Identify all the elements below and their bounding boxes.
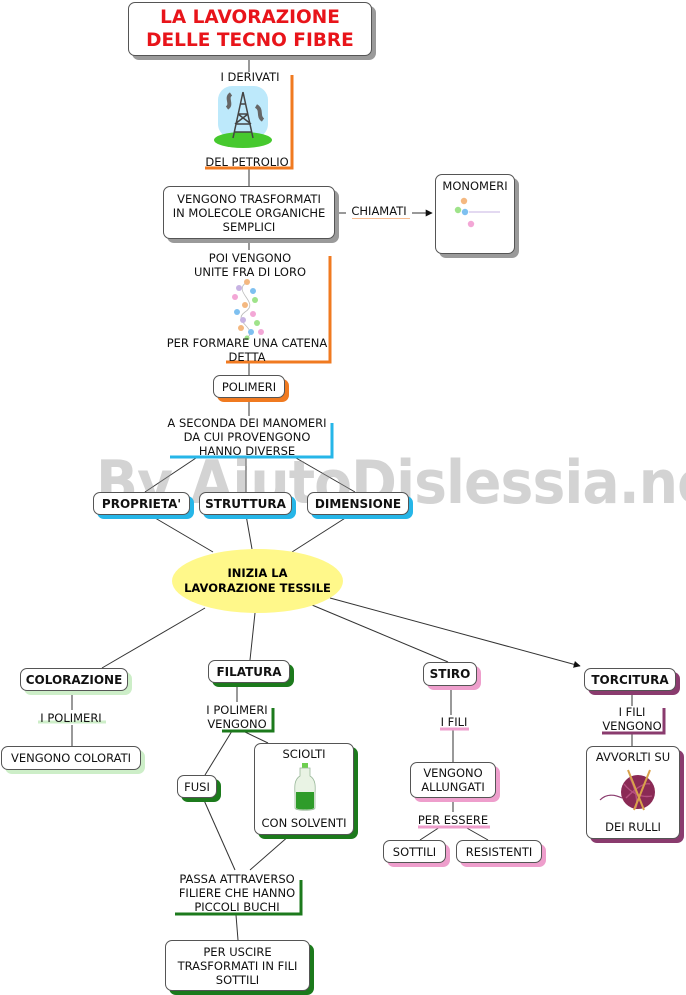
node-resistenti: RESISTENTI [456, 840, 542, 863]
node-trasformati: VENGONO TRASFORMATI IN MOLECOLE ORGANICH… [163, 186, 335, 239]
node-colorazione: COLORAZIONE [20, 668, 128, 691]
node-proprieta: PROPRIETA' [93, 492, 190, 515]
node-avvolti: AVVORLTI SU DEI RULLI [586, 746, 680, 839]
node-monomeri: MONOMERI [435, 174, 515, 254]
node-filatura: FILATURA [208, 660, 290, 683]
node-struttura: STRUTTURA [199, 492, 292, 515]
node-polimeri: POLIMERI [213, 375, 285, 398]
node-stiro: STIRO [423, 662, 477, 686]
node-chiamati: CHIAMATI [346, 204, 412, 218]
node-i-polimeri-colorazione: I POLIMERI [40, 710, 102, 725]
node-vengono-allungati: VENGONO ALLUNGATI [410, 762, 496, 798]
node-passa-attraverso: PASSA ATTRAVERSO FILIERE CHE HANNO PICCO… [178, 871, 296, 914]
oil-rig-icon [214, 86, 272, 148]
node-i-fili: I FILI [440, 715, 468, 729]
node-a-seconda: A SECONDA DEI MANOMERI DA CUI PROVENGONO… [167, 416, 327, 458]
node-per-uscire: PER USCIRE TRASFORMATI IN FILI SOTTILI [165, 940, 310, 991]
node-per-essere: PER ESSERE [417, 812, 489, 827]
monomer-molecule-icon [454, 197, 500, 228]
node-i-polimeri-vengono: I POLIMERI VENGONO [206, 703, 268, 731]
node-vengono-colorati: VENGONO COLORATI [1, 746, 141, 770]
node-poi-vengono: POI VENGONO UNITE FRA DI LORO [193, 251, 306, 279]
node-dimensione: DIMENSIONE [307, 492, 409, 515]
yarn-ball-icon [599, 769, 655, 811]
node-torcitura: TORCITURA [584, 668, 676, 691]
node-petrolio: DEL PETROLIO [205, 155, 289, 169]
node-fusi: FUSI [177, 775, 217, 798]
node-inizia-lavorazione: INIZIA LA LAVORAZIONE TESSILE [172, 549, 343, 613]
node-sottili: SOTTILI [383, 840, 446, 863]
node-i-fili-vengono: I FILI VENGONO [602, 705, 662, 733]
title-line-1: LA LAVORAZIONE [160, 7, 340, 28]
polymer-chain-icon [232, 279, 264, 340]
title-line-2: DELLE TECNO FIBRE [146, 30, 354, 51]
map-title: LA LAVORAZIONE DELLE TECNO FIBRE [128, 2, 372, 56]
node-derivati: I DERIVATI [220, 70, 280, 84]
node-catena: PER FORMARE UNA CATENA DETTA [166, 336, 328, 364]
solvent-bottle-icon [294, 763, 316, 811]
